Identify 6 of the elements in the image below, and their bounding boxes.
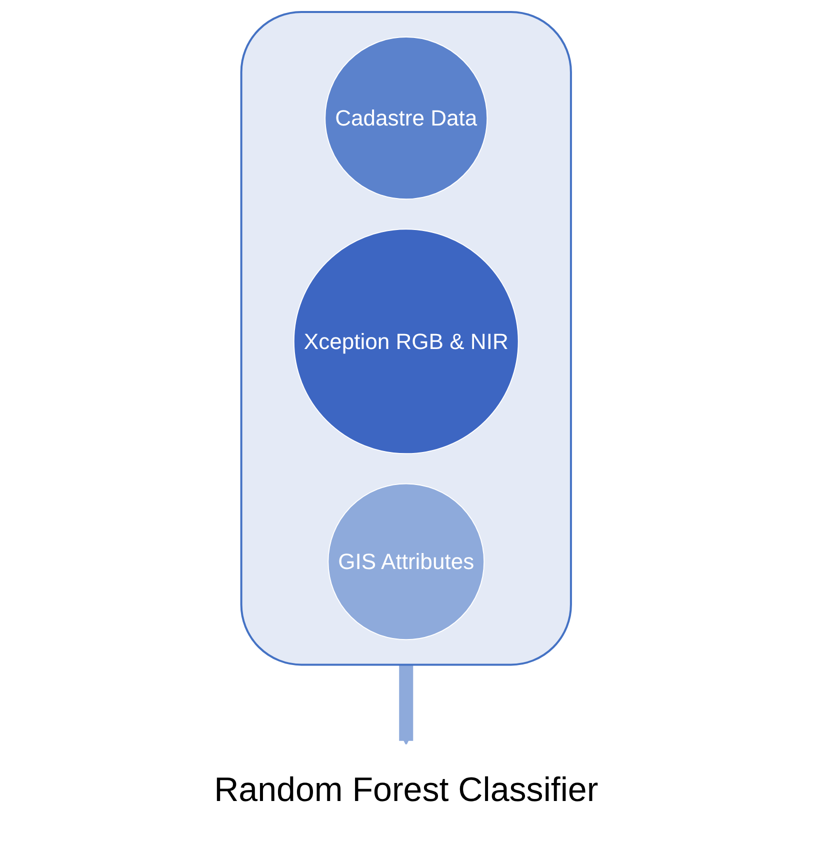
node-circle [324,36,488,200]
node-text: Random Forest Classifier [214,770,599,809]
arrow [400,664,414,746]
node-circle [294,228,520,454]
node-circle [328,483,485,640]
cluster [240,11,572,666]
